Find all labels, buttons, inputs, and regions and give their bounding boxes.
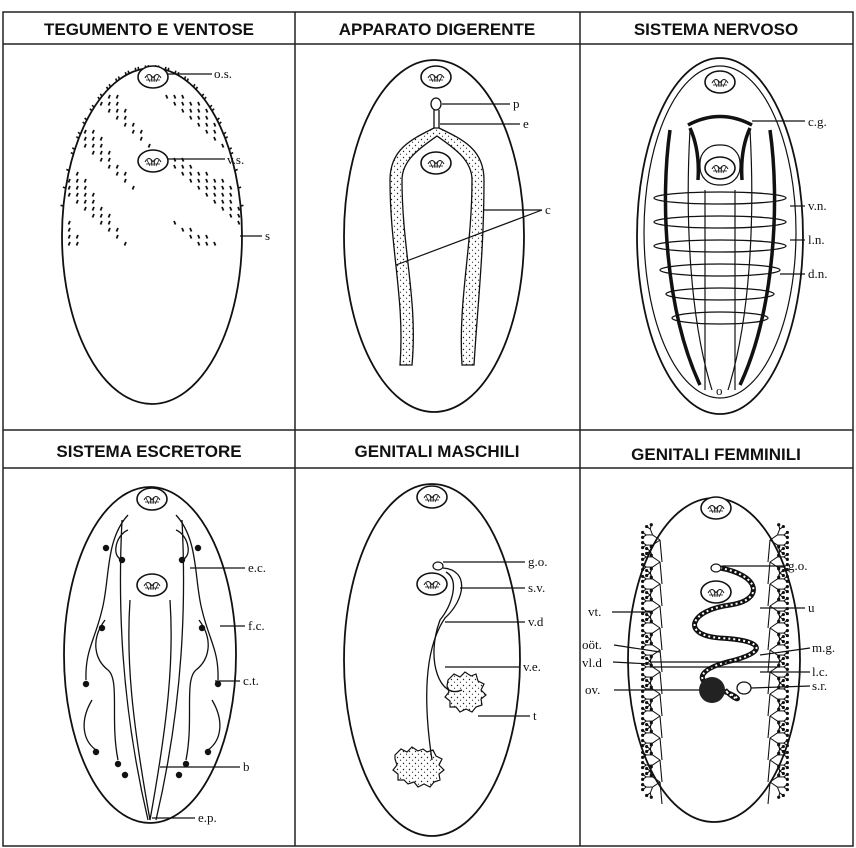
svg-text:o: o bbox=[716, 383, 723, 398]
oral-sucker bbox=[417, 486, 447, 508]
label-ln: l.n. bbox=[808, 232, 825, 247]
label-cg: c.g. bbox=[808, 114, 827, 129]
ventral-sucker bbox=[701, 581, 731, 603]
testis-posterior bbox=[393, 747, 444, 787]
label-vn: v.n. bbox=[808, 198, 827, 213]
label-b: b bbox=[243, 759, 250, 774]
worm-body bbox=[637, 58, 803, 414]
seminal-receptacle bbox=[737, 682, 751, 694]
label-vd: v.d bbox=[528, 614, 544, 629]
label-p: p bbox=[513, 96, 520, 111]
label-ov: ov. bbox=[585, 682, 600, 697]
label-go-male: g.o. bbox=[528, 554, 548, 569]
panel-digestive: p e c bbox=[344, 60, 551, 412]
ventral-sucker bbox=[421, 152, 451, 174]
ventral-sucker bbox=[137, 574, 167, 596]
label-lc: l.c. bbox=[812, 664, 828, 679]
worm-body bbox=[64, 487, 236, 823]
label-oot: oöt. bbox=[582, 637, 602, 652]
label-vs: v.s. bbox=[227, 152, 244, 167]
excretory-bladder bbox=[120, 520, 183, 820]
panel-nervous: o c.g. v.n. l.n. d.n. bbox=[637, 58, 828, 414]
label-ec: e.c. bbox=[248, 560, 266, 575]
label-dn: d.n. bbox=[808, 266, 828, 281]
oral-sucker bbox=[421, 66, 451, 88]
oral-sucker bbox=[137, 488, 167, 510]
label-ep: e.p. bbox=[198, 810, 217, 825]
panel-male: g.o. s.v. v.d v.e. t bbox=[344, 484, 548, 836]
panel-title-nervous: SISTEMA NERVOSO bbox=[634, 20, 798, 39]
oral-sucker bbox=[138, 66, 168, 88]
oral-sucker bbox=[705, 71, 735, 93]
ovary bbox=[699, 677, 725, 703]
panel-tegument: o.s. v.s. s bbox=[61, 65, 271, 404]
label-u: u bbox=[808, 600, 815, 615]
panel-excretory: e.c. f.c. c.t. b e.p. bbox=[64, 487, 266, 825]
label-go-female: g.o. bbox=[788, 558, 808, 573]
worm-body bbox=[62, 68, 242, 404]
label-sv: s.v. bbox=[528, 580, 545, 595]
ventral-sucker bbox=[417, 573, 447, 595]
label-ve: v.e. bbox=[523, 659, 541, 674]
panel-title-excretory: SISTEMA ESCRETORE bbox=[56, 442, 241, 461]
panel-female: g.o. u vt. oöt. vl.d ov. m.g. l.c. s.r. bbox=[582, 497, 835, 822]
label-ct: c.t. bbox=[243, 673, 259, 688]
label-e: e bbox=[523, 116, 529, 131]
ventral-sucker bbox=[705, 157, 735, 179]
panel-title-male: GENITALI MASCHILI bbox=[355, 442, 520, 461]
panel-title-digestive: APPARATO DIGERENTE bbox=[339, 20, 535, 39]
label-fc: f.c. bbox=[248, 618, 265, 633]
label-t: t bbox=[533, 708, 537, 723]
oral-sucker bbox=[701, 497, 731, 519]
label-sr: s.r. bbox=[812, 678, 827, 693]
label-os: o.s. bbox=[214, 66, 232, 81]
label-vt: vt. bbox=[588, 604, 601, 619]
panel-title-tegument: TEGUMENTO E VENTOSE bbox=[44, 20, 254, 39]
ventral-sucker bbox=[138, 150, 168, 172]
label-s: s bbox=[265, 228, 270, 243]
pharynx bbox=[431, 98, 441, 110]
label-mg: m.g. bbox=[812, 640, 835, 655]
label-c: c bbox=[545, 202, 551, 217]
worm-body bbox=[628, 498, 800, 822]
testis-anterior bbox=[445, 672, 486, 712]
panel-title-female: GENITALI FEMMINILI bbox=[631, 445, 801, 464]
label-vld: vl.d bbox=[582, 655, 602, 670]
